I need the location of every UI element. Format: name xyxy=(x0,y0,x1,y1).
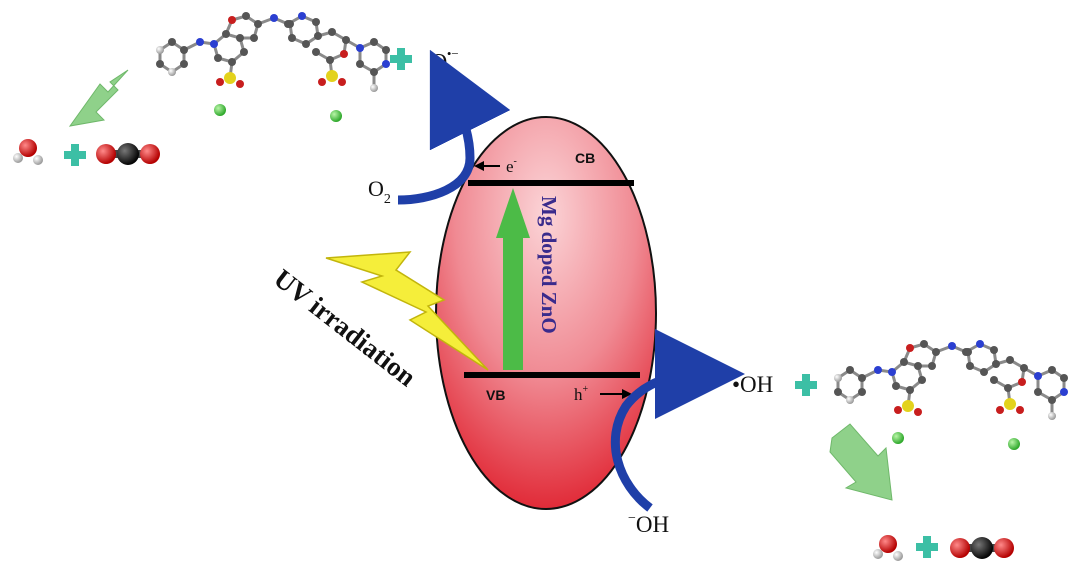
plus-icon-bottom-left xyxy=(916,536,938,558)
degradation-arrow-bottom xyxy=(829,423,893,501)
degradation-arrow-top xyxy=(68,69,129,127)
water-molecule-icon-bottom xyxy=(873,535,903,561)
dye-molecule-icon-top xyxy=(154,10,392,124)
hydroxyl-radical-label: •OH xyxy=(732,372,773,397)
cb-label: CB xyxy=(575,150,595,166)
electron-arrow-icon xyxy=(474,161,500,171)
vb-label: VB xyxy=(486,387,505,403)
o2-label: O2 xyxy=(368,176,391,207)
plus-icon-top-right xyxy=(390,48,412,70)
plus-icon-bottom-right xyxy=(795,374,817,396)
hole-label: h+ xyxy=(574,384,589,404)
water-molecule-icon-top xyxy=(13,139,43,165)
lightning-bolt-icon xyxy=(325,251,489,371)
dye-molecule-icon-bottom xyxy=(832,338,1070,452)
hydroxide-label: −OH xyxy=(628,511,669,537)
co2-molecule-icon-bottom xyxy=(950,537,1014,559)
hole-arrow-icon xyxy=(600,389,632,399)
electron-label: e- xyxy=(506,156,517,176)
co2-molecule-icon-top xyxy=(96,143,160,165)
catalyst-label: Mg doped ZnO xyxy=(537,196,561,334)
catalyst-particle xyxy=(435,116,657,510)
o2-reduction-arrow-icon xyxy=(397,49,511,205)
superoxide-label: O2•− xyxy=(430,46,459,82)
oh-oxidation-arrow-icon xyxy=(610,329,745,512)
plus-icon-top-left xyxy=(64,144,86,166)
excitation-arrow-icon xyxy=(496,188,530,370)
